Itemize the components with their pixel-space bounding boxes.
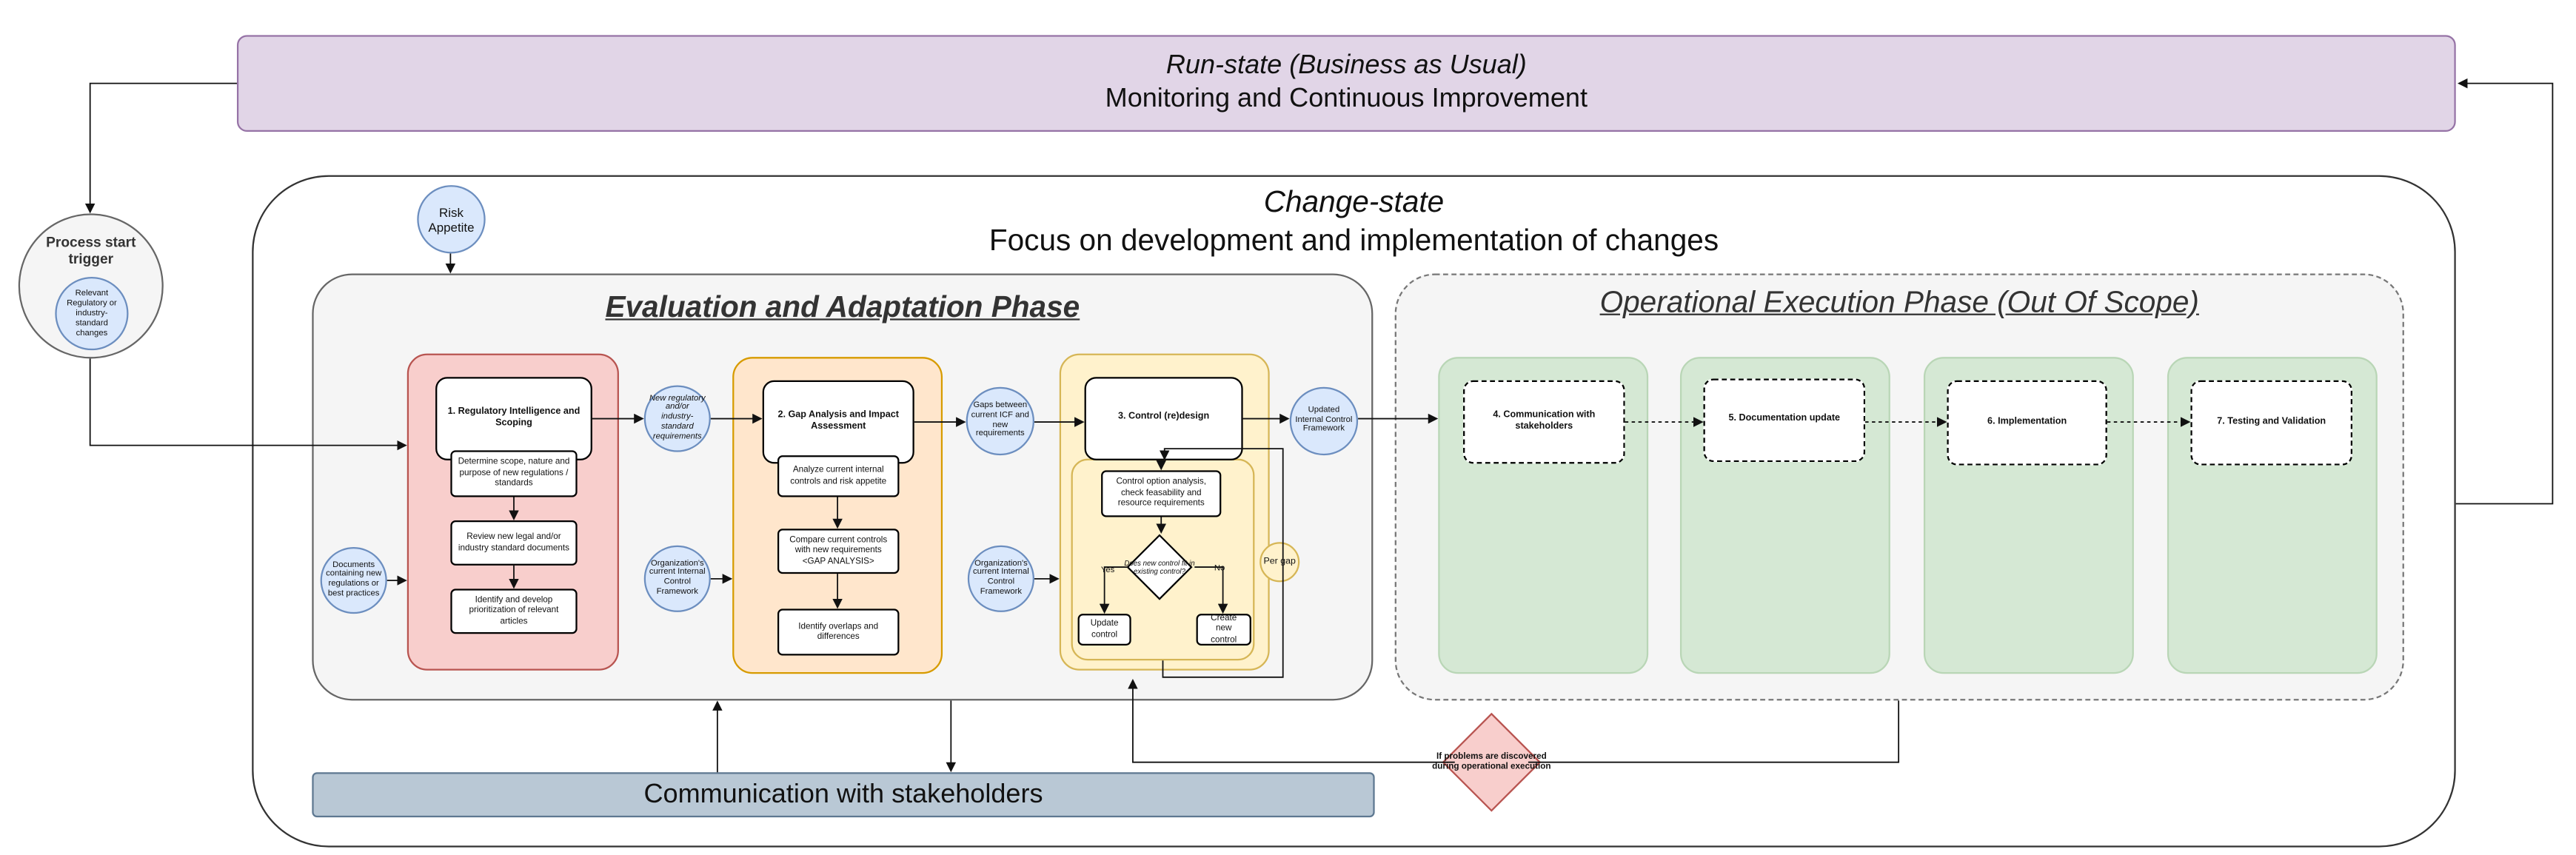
step1-task-3: Identify and develop prioritization of r…	[450, 589, 578, 634]
op-step6-header: 6. Implementation	[1947, 380, 2107, 466]
step2-task-3: Identify overlaps and differences	[777, 608, 900, 656]
arrow-problems-to-step3	[1128, 679, 1455, 763]
output3-circle: Updated Internal Control Framework	[1289, 386, 1359, 456]
per-gap-circle: Per gap	[1259, 542, 1300, 583]
change-state-subtitle: Focus on development and implementation …	[988, 222, 1719, 256]
run-state-banner	[236, 35, 2456, 133]
communication-label: Communication with stakeholders	[643, 779, 1043, 808]
trigger-input-circle: Relevant Regulatory or industry-standard…	[55, 277, 129, 351]
step1-header: 1. Regulatory Intelligence and Scoping	[435, 377, 592, 460]
arrow-runstate-to-trigger	[84, 82, 237, 214]
input-documents-circle: Documents containing new regulations or …	[320, 547, 387, 614]
arrow-loop-to-runstate	[2455, 78, 2554, 505]
step2-task-1: Analyze current internal controls and ri…	[777, 455, 900, 497]
run-state-subtitle: Monitoring and Continuous Improvement	[1105, 84, 1588, 114]
arrow-trigger-to-step1	[89, 358, 407, 451]
op-step4-header: 4. Communication with stakeholders	[1463, 380, 1625, 464]
output1-circle: New regulatory and/or industry-standard …	[643, 385, 711, 452]
step3-update-control: Update control	[1077, 614, 1131, 646]
arrow-problems-feedback	[1528, 700, 1900, 763]
operational-phase-title: Operational Execution Phase (Out Of Scop…	[1599, 284, 2199, 318]
step1-task-1: Determine scope, nature and purpose of n…	[450, 450, 578, 497]
op-step7-header: 7. Testing and Validation	[2190, 380, 2353, 466]
risk-appetite-circle: Risk Appetite	[417, 185, 486, 254]
step3-decision-label: Does new control fit in existing control…	[1124, 558, 1195, 576]
step3-task: Control option analysis, check feasabili…	[1101, 470, 1222, 517]
process-start-trigger	[18, 213, 164, 359]
op-step5-header: 5. Documentation update	[1703, 378, 1866, 463]
change-state-title: Change-state	[1263, 184, 1445, 218]
input2-circle: Organization's current Internal Control …	[643, 545, 711, 612]
step3-create-control: Create new control	[1196, 614, 1251, 646]
evaluation-phase-title: Evaluation and Adaptation Phase	[605, 289, 1080, 323]
run-state-title: Run-state (Business as Usual)	[1165, 51, 1527, 81]
arrow-s3-loop	[1159, 448, 1284, 678]
step1-task-2: Review new legal and/or industry standar…	[450, 520, 578, 566]
arrow-s3-no	[1194, 566, 1228, 614]
input3-circle: Organization's current Internal Control …	[967, 545, 1034, 612]
problems-label: If problems are discovered during operat…	[1432, 751, 1551, 773]
step2-task-2: Compare current controls with new requir…	[777, 529, 900, 574]
arrow-s3-yes	[1099, 566, 1128, 614]
step2-header: 2. Gap Analysis and Impact Assessment	[762, 380, 914, 464]
step3-header: 3. Control (re)design	[1084, 377, 1243, 460]
output2-circle: Gaps between current ICF and new require…	[966, 386, 1034, 456]
trigger-title: Process start trigger	[46, 233, 136, 267]
communication-bar	[312, 772, 1375, 818]
